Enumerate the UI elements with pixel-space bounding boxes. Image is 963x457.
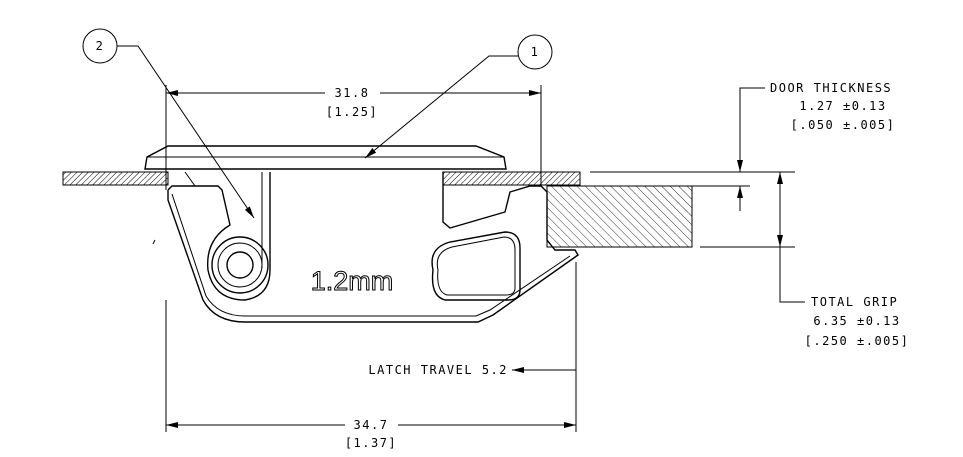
balloon-1-label: 1 bbox=[531, 45, 540, 59]
grip-block bbox=[546, 185, 693, 248]
thickness-label: 1.2mm bbox=[311, 266, 394, 296]
latch-travel-label: LATCH TRAVEL 5.2 bbox=[368, 363, 508, 377]
bottom-width-mm: 34.7 bbox=[354, 418, 389, 432]
door-panel-right bbox=[442, 171, 581, 186]
dimension-total-grip: TOTAL GRIP 6.35 ±0.13 [.250 ±.005] bbox=[777, 172, 910, 348]
top-width-in: [1.25] bbox=[326, 105, 378, 119]
total-grip-in: [.250 ±.005] bbox=[805, 334, 910, 348]
latch-body: 1.2mm bbox=[152, 171, 579, 323]
top-width-mm: 31.8 bbox=[335, 86, 370, 100]
bottom-width-in: [1.37] bbox=[345, 436, 397, 450]
dimension-door-thickness: DOOR THICKNESS 1.27 ±0.13 [.050 ±.005] bbox=[580, 81, 896, 248]
total-grip-label: TOTAL GRIP bbox=[811, 295, 898, 309]
dimension-bottom-width: 34.7 [1.37] bbox=[165, 300, 576, 450]
dimension-latch-travel: LATCH TRAVEL 5.2 bbox=[368, 262, 577, 432]
door-panel-left bbox=[62, 171, 169, 186]
door-thickness-mm: 1.27 ±0.13 bbox=[799, 99, 886, 113]
door-thickness-label: DOOR THICKNESS bbox=[770, 81, 892, 95]
balloon-2: 2 bbox=[82, 28, 255, 219]
balloon-2-label: 2 bbox=[96, 39, 105, 53]
dimension-top-width: 31.8 [1.25] bbox=[165, 85, 542, 190]
balloon-1: 1 bbox=[364, 34, 553, 159]
door-thickness-in: [.050 ±.005] bbox=[791, 118, 896, 132]
total-grip-mm: 6.35 ±0.13 bbox=[813, 314, 900, 328]
